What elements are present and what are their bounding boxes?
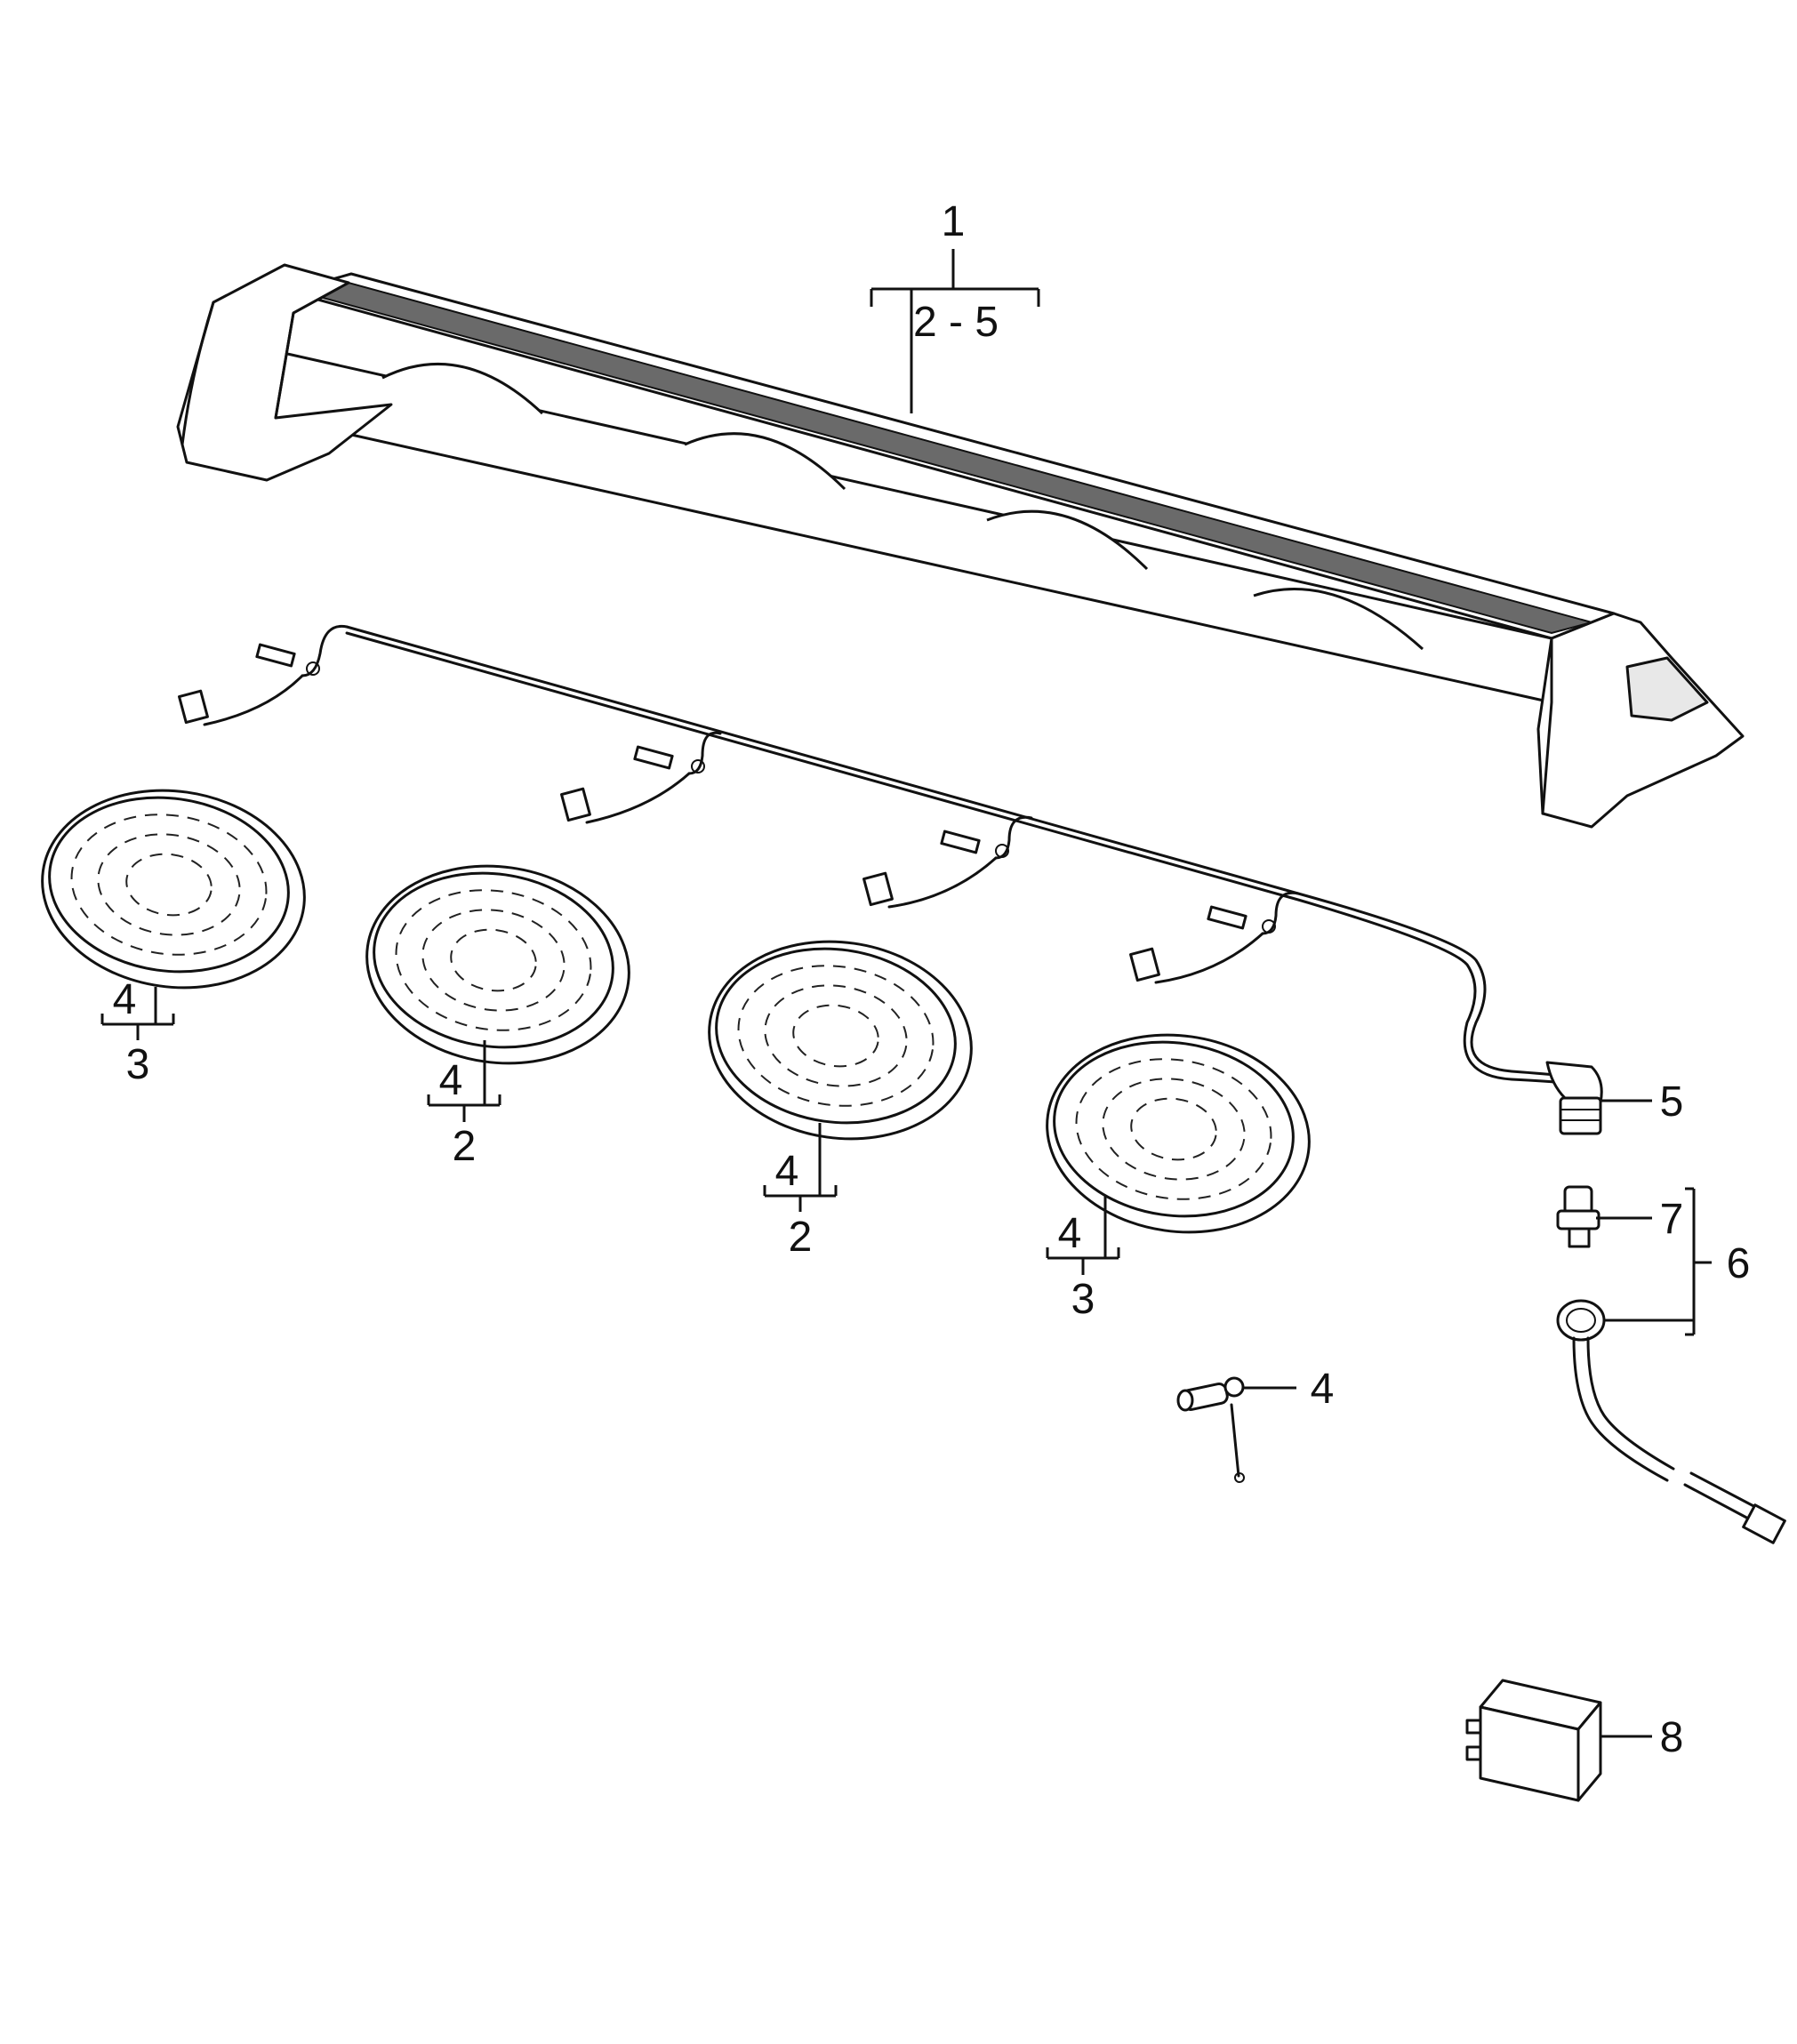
lamp-2 [365, 864, 630, 1065]
plug-cable [1556, 1299, 1786, 1544]
lamp-1 [41, 789, 306, 990]
callout-lamp1-top: 4 [113, 976, 137, 1023]
leader-lines [100, 249, 1712, 1738]
bulb [1176, 1376, 1245, 1483]
callout-6: 6 [1727, 1240, 1751, 1287]
callout-4-bulb: 4 [1311, 1366, 1335, 1413]
wiring-harness [178, 624, 1567, 1085]
callout-8: 8 [1660, 1714, 1684, 1761]
connector-plug [1545, 1061, 1603, 1135]
callout-lamp4-top: 4 [1058, 1210, 1082, 1257]
callout-lamp3-bottom: 2 [789, 1214, 813, 1261]
callout-lamp2-bottom: 2 [453, 1123, 477, 1170]
callout-7: 7 [1660, 1196, 1684, 1243]
light-bar [176, 263, 1745, 829]
lamp-4 [1046, 1033, 1311, 1234]
callout-lamp3-top: 4 [775, 1148, 799, 1195]
callout-lamp1-bottom: 3 [126, 1041, 150, 1088]
relay [1465, 1679, 1602, 1802]
lamp-3 [708, 940, 973, 1141]
callout-5: 5 [1660, 1078, 1684, 1126]
callout-1: 1 [942, 198, 966, 245]
callout-2-5: 2 - 5 [913, 299, 999, 346]
callout-lamp4-bottom: 3 [1071, 1276, 1095, 1323]
callout-lamp2-top: 4 [439, 1057, 463, 1104]
contact-pin [1556, 1185, 1600, 1248]
